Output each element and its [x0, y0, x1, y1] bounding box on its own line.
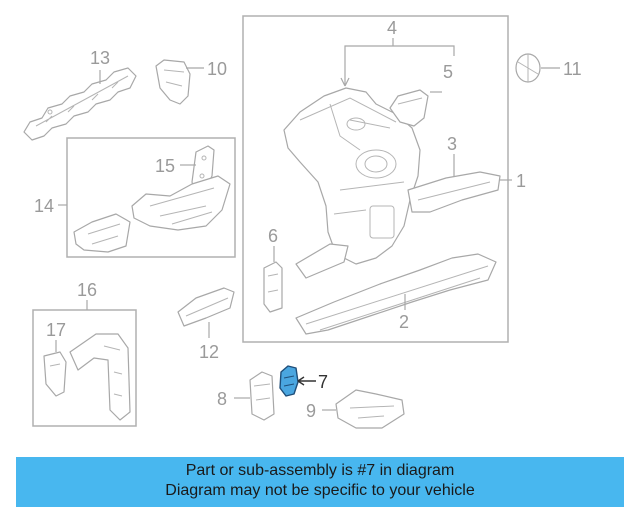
part-11-plug: [515, 53, 541, 83]
banner-line-1: Part or sub-assembly is #7 in diagram: [185, 462, 455, 479]
leader-4-arrow: [340, 77, 350, 87]
callout-3: 3: [447, 134, 457, 154]
callout-2: 2: [399, 312, 409, 332]
part-8-bracket: [249, 371, 275, 421]
part-1-apron-assembly: [283, 87, 501, 265]
assembly-box-1: [242, 15, 509, 343]
part-13-rail-bracket: [23, 67, 137, 141]
callout-13: 13: [90, 48, 110, 68]
part-10-bracket: [155, 59, 191, 105]
callout-11: 11: [563, 59, 582, 79]
part-7-highlighted: [279, 365, 299, 397]
part-12-bracket: [177, 287, 235, 327]
part-17-bracket: [43, 351, 67, 397]
callout-6: 6: [268, 226, 278, 246]
banner-line-2: Diagram may not be specific to your vehi…: [165, 482, 475, 499]
part-5-bracket: [389, 89, 429, 127]
callout-12: 12: [199, 342, 219, 362]
leader-7: [297, 376, 316, 386]
callout-14: 14: [34, 196, 54, 216]
parts-diagram: 13 10 15 14 1 3 4: [23, 15, 582, 429]
callout-4: 4: [387, 18, 397, 38]
callout-16: 16: [77, 280, 97, 300]
callout-17: 17: [46, 320, 66, 340]
info-banner: Part or sub-assembly is #7 in diagram Di…: [16, 457, 624, 507]
part-14-inner-panel: [73, 175, 231, 253]
part-2-lower-rail: [295, 243, 497, 335]
callout-10: 10: [207, 59, 227, 79]
leader-4: [344, 38, 455, 86]
callout-9: 9: [306, 401, 316, 421]
callout-5: 5: [443, 62, 453, 82]
group-box-14: [66, 137, 236, 258]
callout-15: 15: [155, 156, 175, 176]
callout-8: 8: [217, 389, 227, 409]
group-box-16: [32, 309, 137, 427]
callout-7: 7: [318, 372, 328, 392]
part-7-body: [279, 365, 299, 397]
part-16-pillar: [69, 333, 131, 421]
callout-1: 1: [516, 171, 526, 191]
part-6-bracket: [263, 261, 283, 313]
part-9-bracket: [335, 389, 405, 429]
